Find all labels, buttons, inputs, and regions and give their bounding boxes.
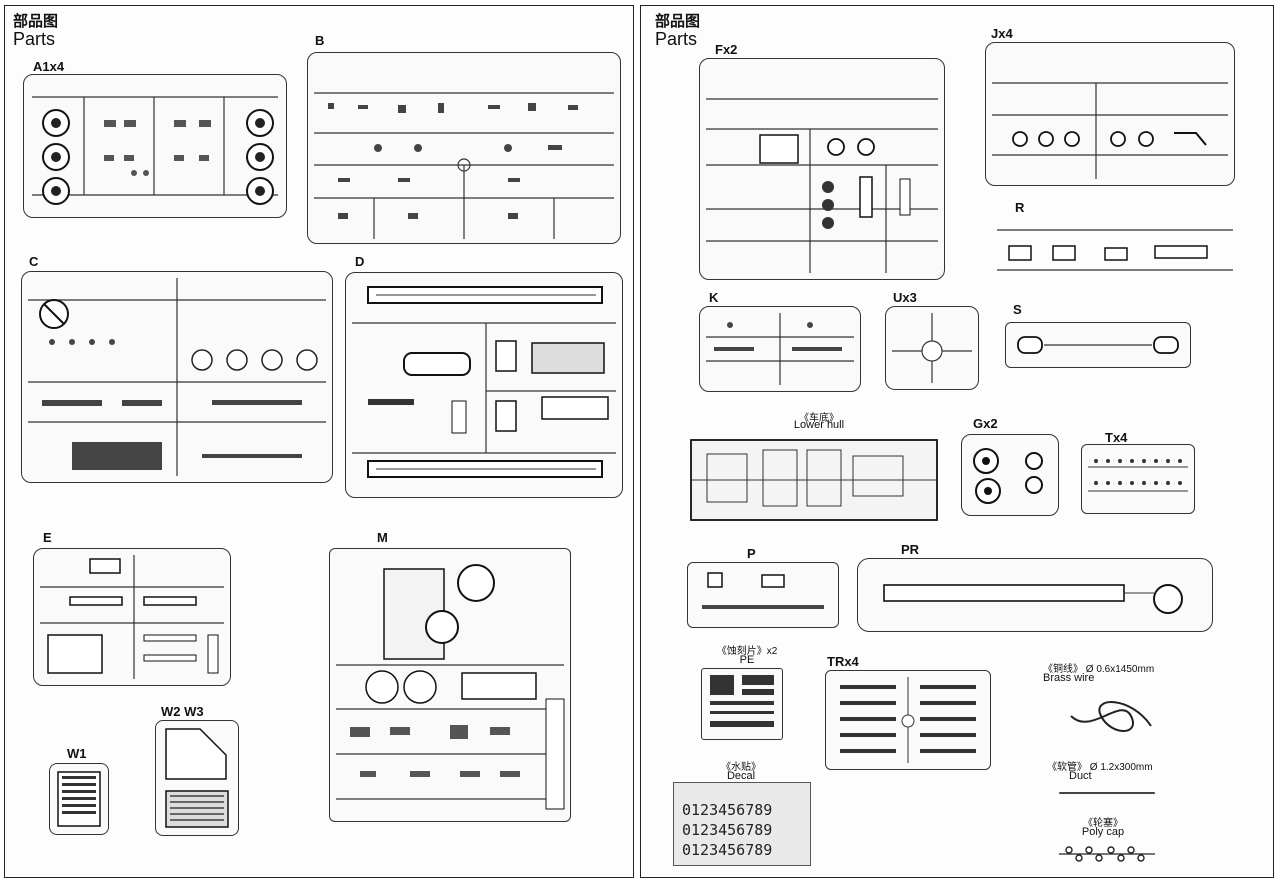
sprue-tr (825, 670, 991, 770)
sprue-f (699, 58, 945, 280)
brass-wire-size: Ø 0.6x1450mm (1085, 664, 1155, 675)
sprue-label-e: E (43, 530, 52, 545)
poly-cap-label: Poly cap (1081, 826, 1125, 838)
brass-wire-coil (1070, 701, 1152, 732)
page-heading: 部品图 Parts (13, 14, 58, 49)
heading-en: Parts (655, 28, 698, 49)
heading-cn: 部品图 (13, 13, 59, 30)
sprue-c (21, 271, 333, 483)
sprue-s (1005, 322, 1191, 368)
sprue-label-m: M (377, 530, 388, 545)
sprue-label-s: S (1013, 302, 1022, 317)
sprue-label-c: C (29, 254, 39, 269)
poly-cap-sprue (1059, 846, 1155, 862)
heading-en: Parts (13, 28, 56, 49)
sprue-j (985, 42, 1235, 186)
brass-wire-label: Brass wire (1043, 672, 1095, 684)
decal-digits-row: 0123456789 (682, 801, 773, 819)
sprue-label-w1: W1 (67, 746, 87, 761)
sprue-label-k: K (709, 290, 719, 305)
decal-digits-row: 0123456789 (682, 821, 773, 839)
duct-size: Ø 1.2x300mm (1089, 762, 1153, 773)
duct-cn: 《软管》 (1047, 762, 1087, 773)
sprue-u (885, 306, 979, 390)
decal-label: Decal (726, 770, 756, 782)
duct-line (1059, 792, 1155, 794)
sprue-label-w2w3: W2 W3 (161, 704, 204, 719)
duct-spec: 《软管》 Ø 1.2x300mm (1047, 758, 1157, 773)
lower-hull-cn: 《车底》 (799, 413, 839, 424)
sprue-p (687, 562, 839, 628)
sprue-g (961, 434, 1059, 516)
sprue-label-d: D (355, 254, 365, 269)
sprue-label-r: R (1015, 200, 1025, 215)
lower-hull-part (687, 434, 941, 526)
sprue-t (1081, 444, 1195, 514)
pe-cn: 《蚀刻片》x2 (716, 646, 778, 657)
sprue-d (345, 272, 623, 498)
sprue-w2w3 (155, 720, 239, 836)
lower-hull-label: Lower hull (793, 419, 845, 431)
sprue-label-u: Ux3 (893, 290, 917, 305)
left-page: 部品图 Parts A1x4 (4, 5, 634, 878)
sprue-label-g: Gx2 (973, 416, 998, 431)
decal-cn: 《水贴》 (721, 762, 761, 773)
page-heading: 部品图 Parts (655, 14, 700, 49)
pe-label: PE (739, 654, 755, 666)
sprue-w1 (49, 763, 109, 835)
sprue-label-t: Tx4 (1105, 430, 1128, 445)
brass-wire-spec: 《铜线》 Ø 0.6x1450mm (1043, 660, 1155, 675)
sprue-label-f: Fx2 (715, 42, 738, 57)
pe-fret (701, 668, 783, 740)
sprue-label-p: P (747, 546, 756, 561)
heading-cn: 部品图 (655, 13, 701, 30)
decal-sheet: 0123456789 0123456789 0123456789 (673, 782, 811, 866)
sprue-e (33, 548, 231, 686)
sprue-label-tr: TRx4 (827, 654, 859, 669)
sprue-b (307, 52, 621, 244)
poly-cap-cn: 《轮塞》 (1083, 818, 1123, 829)
sprue-label-b: B (315, 33, 325, 48)
sprue-a (23, 74, 287, 218)
sprue-k (699, 306, 861, 392)
sprue-label-j: Jx4 (991, 26, 1013, 41)
sprue-label-a: A1x4 (33, 59, 65, 74)
sprue-label-pr: PR (901, 542, 920, 557)
sprue-m (329, 548, 571, 822)
brass-wire-cn: 《铜线》 (1043, 664, 1083, 675)
sprue-r (997, 218, 1233, 278)
sprue-pr (857, 558, 1213, 632)
decal-digits-row: 0123456789 (682, 841, 773, 859)
right-page: 部品图 Parts Fx2 Jx4 (640, 5, 1274, 878)
duct-label: Duct (1069, 770, 1092, 782)
